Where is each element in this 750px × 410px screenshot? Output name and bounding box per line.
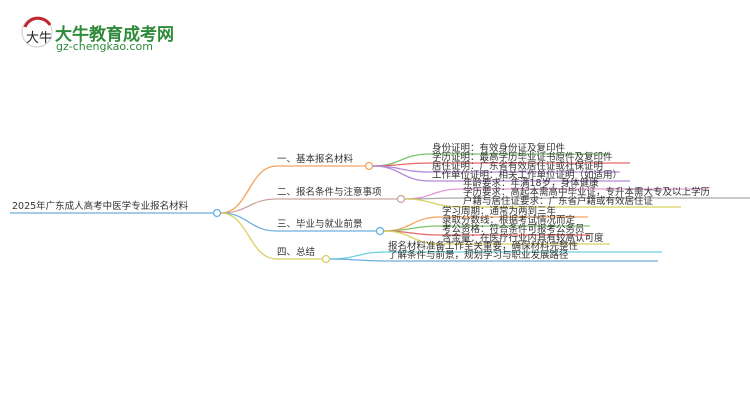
branch-collapse-toggle[interactable] <box>364 161 374 171</box>
branch-node: 四、总结 <box>277 247 316 258</box>
leaf-node: 学历证明：最高学历毕业证书原件及复印件 <box>432 152 613 163</box>
branch-connector <box>220 198 398 214</box>
leaf-node: 学习周期：通常为两到三年 <box>442 206 557 217</box>
leaf-connector <box>372 165 630 182</box>
branch-node: 三、毕业与就业前景 <box>277 219 363 230</box>
branch-collapse-toggle[interactable] <box>375 226 385 236</box>
leaf-node: 年龄要求：年满18岁，身体健康 <box>463 178 599 189</box>
branch-collapse-toggle[interactable] <box>321 254 331 264</box>
brand-url: gz-chengkao.com <box>56 40 153 53</box>
leaf-node: 考公资格：符合条件可报考公务员 <box>442 224 585 235</box>
leaf-node: 居住证明：广东省有效居住证或社保证明 <box>432 161 604 172</box>
brand-name: 大牛教育成考网 <box>55 25 174 45</box>
logo-icon: 大牛 <box>20 15 54 55</box>
root-node: 2025年广东成人高考中医学专业报名材料 <box>12 201 189 212</box>
leaf-node: 了解条件与前景，规划学习与职业发展路径 <box>388 250 569 261</box>
leaf-node: 工作单位证明：相关工作单位证明（如适用） <box>432 170 623 181</box>
root-collapse-toggle[interactable] <box>212 208 222 218</box>
branch-node: 一、基本报名材料 <box>277 154 354 165</box>
leaf-node: 户籍与居住证要求：广东省户籍或有效居住证 <box>463 196 654 207</box>
branch-collapse-toggle[interactable] <box>396 194 406 204</box>
leaf-node: 身份证明：有效身份证及复印件 <box>432 143 566 154</box>
branch-connector <box>220 212 323 260</box>
branch-connector <box>220 212 377 232</box>
leaf-connector <box>383 230 610 245</box>
leaf-node: 录取分数线：根据考试情况而定 <box>442 215 576 226</box>
logo-mark: 大牛 <box>26 31 52 46</box>
leaf-connector <box>404 198 681 208</box>
branch-connector <box>220 165 366 214</box>
leaf-node: 报名材料准备工作至关重要，确保材料完整性 <box>388 241 579 252</box>
leaf-node: 含金量：在医疗行业内具有较高认可度 <box>442 233 604 244</box>
leaf-node: 学历要求：高起本需高中毕业证，专升本需大专及以上学历 <box>463 187 711 198</box>
branch-node: 二、报名条件与注意事项 <box>277 187 382 198</box>
leaf-connector <box>329 258 658 262</box>
